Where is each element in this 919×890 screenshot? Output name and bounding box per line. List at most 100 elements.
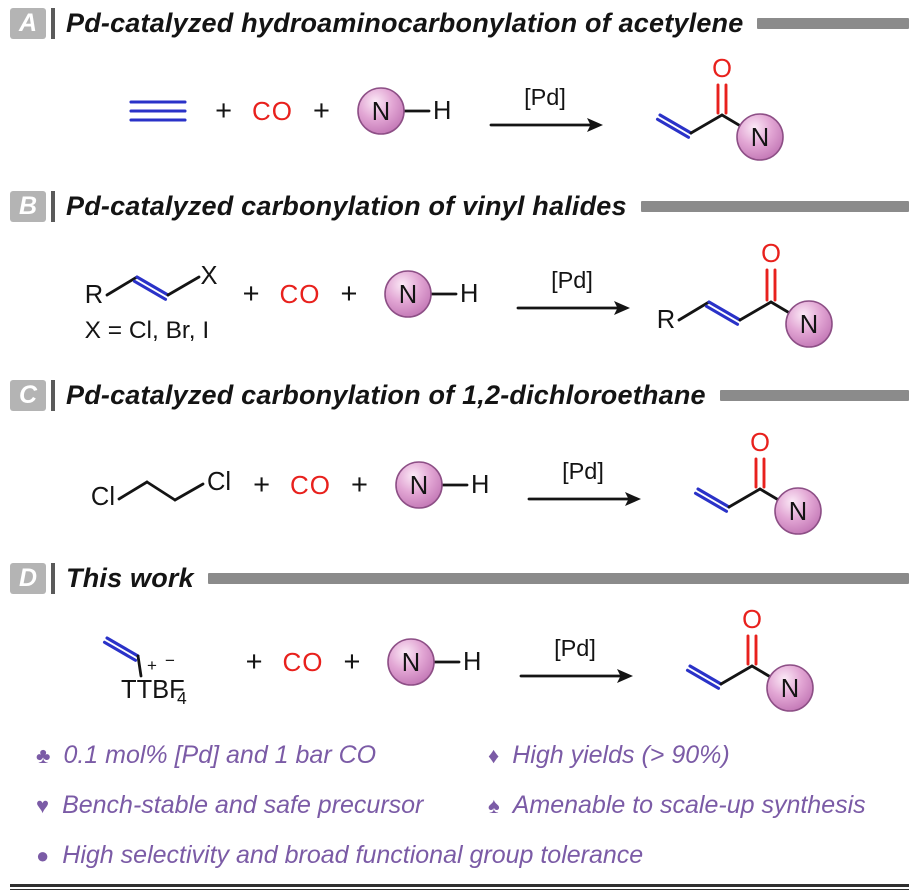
bullet-text: 0.1 mol% [Pd] and 1 bar CO: [63, 741, 377, 769]
vinyl-halide-block: R X X = Cl, Br, I: [81, 243, 223, 345]
arrowhead-icon: [617, 669, 634, 683]
vinyl-double-bond: [688, 664, 723, 686]
o-label: O: [743, 606, 763, 634]
n-sphere: [387, 638, 436, 686]
acetylene-structure: [129, 100, 187, 122]
vinyl-double-bond: [135, 275, 170, 297]
panel-title: Pd-catalyzed carbonylation of vinyl hali…: [66, 191, 627, 221]
n-label: N: [789, 498, 807, 526]
h-label: H: [433, 97, 451, 125]
plus-sign: +: [245, 645, 263, 678]
reaction-row-c: Cl Cl + CO + N H [Pd]: [10, 429, 909, 541]
header-divider: [51, 191, 55, 222]
n-sphere: [384, 270, 433, 318]
bullet-item: ♣ 0.1 mol% [Pd] and 1 bar CO: [36, 740, 488, 770]
n-sphere: [736, 113, 784, 161]
vinyl-halide-structure: R X: [84, 262, 217, 309]
title-bar: [207, 573, 909, 584]
o-label: O: [712, 55, 732, 83]
pd-catalyst-label: [Pd]: [524, 84, 566, 110]
diamond-icon: ♦: [488, 743, 500, 768]
n-label: N: [410, 472, 428, 500]
pd-catalyst-label: [Pd]: [555, 635, 597, 661]
rc-bond: [678, 300, 711, 322]
bullet-text: Bench-stable and safe precursor: [62, 791, 424, 819]
reaction-arrow: [Pd]: [489, 84, 603, 132]
n-label: N: [800, 311, 818, 339]
o-label: O: [750, 429, 770, 457]
title-bar: [757, 18, 909, 29]
panel-letter-badge: C: [10, 380, 46, 411]
plus-sign: +: [343, 645, 361, 678]
reaction-arrow: [Pd]: [527, 458, 641, 506]
pd-catalyst-label: [Pd]: [552, 267, 594, 293]
plus-sign: +: [313, 94, 330, 127]
bullet-item: ♠ Amenable to scale-up synthesis: [488, 790, 883, 820]
header-divider: [51, 563, 55, 594]
n-sphere: [357, 87, 405, 135]
bottom-rule: [10, 884, 909, 890]
bullet-item: ● High selectivity and broad functional …: [36, 840, 883, 870]
amine-structure: N H: [395, 461, 489, 509]
plus-sign: +: [253, 468, 270, 501]
vinyl-double-bond: [132, 279, 167, 301]
n-sphere: [774, 487, 822, 535]
club-icon: ♣: [36, 743, 51, 768]
cl-label-left: Cl: [91, 483, 115, 511]
co-label: CO: [252, 95, 293, 126]
acrylamide-product-structure: O N: [693, 429, 822, 535]
plus-sign: +: [351, 468, 368, 501]
h-label: H: [463, 648, 481, 676]
vinyl-double-bond: [686, 668, 721, 690]
vinyl-double-bond: [707, 300, 742, 322]
rc-bond: [105, 275, 138, 297]
plus-charge-label: +: [147, 656, 157, 675]
co-label: CO: [279, 278, 321, 309]
cx-bond: [166, 275, 200, 297]
panel-c-header: C Pd-catalyzed carbonylation of 1,2-dich…: [10, 380, 909, 411]
reaction-row-b: R X X = Cl, Br, I + CO + N H [Pd]: [10, 236, 909, 352]
minus-charge-label: −: [165, 651, 175, 670]
panel-b-header: B Pd-catalyzed carbonylation of vinyl ha…: [10, 191, 909, 222]
cc-bond: [689, 113, 724, 135]
plus-sign: +: [340, 277, 358, 310]
panel-letter-badge: B: [10, 191, 46, 222]
r-label: R: [657, 306, 675, 334]
reaction-arrow: [Pd]: [520, 635, 634, 683]
cs-bond: [136, 654, 142, 678]
dichloroethane-structure: Cl Cl: [91, 468, 231, 511]
h-label: H: [460, 280, 478, 308]
reaction-arrow: [Pd]: [517, 267, 631, 315]
x-label: X: [200, 262, 217, 290]
cl-label-right: Cl: [207, 468, 231, 496]
bullet-item: ♥ Bench-stable and safe precursor: [36, 790, 488, 820]
acrylamide-product-structure: O N: [655, 55, 784, 161]
header-divider: [51, 380, 55, 411]
title-bar: [640, 201, 909, 212]
n-sphere: [395, 461, 443, 509]
vinyl-double-bond: [658, 113, 693, 135]
cc-bond: [727, 487, 762, 509]
bullet-item: ♦ High yields (> 90%): [488, 740, 883, 770]
o-label: O: [762, 240, 782, 268]
acrylamide-product-structure: O N: [686, 606, 815, 712]
clc-bond: [117, 480, 149, 501]
spade-icon: ♠: [488, 793, 500, 818]
panel-d: D This work + − TTBF 4 + CO + N H: [10, 563, 909, 718]
n-label: N: [751, 124, 769, 152]
bullet-text: High selectivity and broad functional gr…: [62, 841, 644, 869]
h-label: H: [471, 471, 489, 499]
vinyl-double-bond: [693, 491, 728, 513]
n-label: N: [781, 675, 799, 703]
bullet-text: High yields (> 90%): [512, 741, 730, 769]
panel-c: C Pd-catalyzed carbonylation of 1,2-dich…: [10, 380, 909, 541]
arrowhead-icon: [624, 492, 641, 506]
key-points: ♣ 0.1 mol% [Pd] and 1 bar CO ♦ High yiel…: [10, 740, 909, 870]
panel-a-header: A Pd-catalyzed hydroaminocarbonylation o…: [10, 8, 909, 39]
arrowhead-icon: [586, 118, 603, 132]
vinyl-double-bond: [655, 117, 690, 139]
cc-bond: [720, 664, 754, 686]
amine-structure: N H: [357, 87, 451, 135]
reaction-row-a: + CO + N H [Pd] O: [10, 55, 909, 167]
